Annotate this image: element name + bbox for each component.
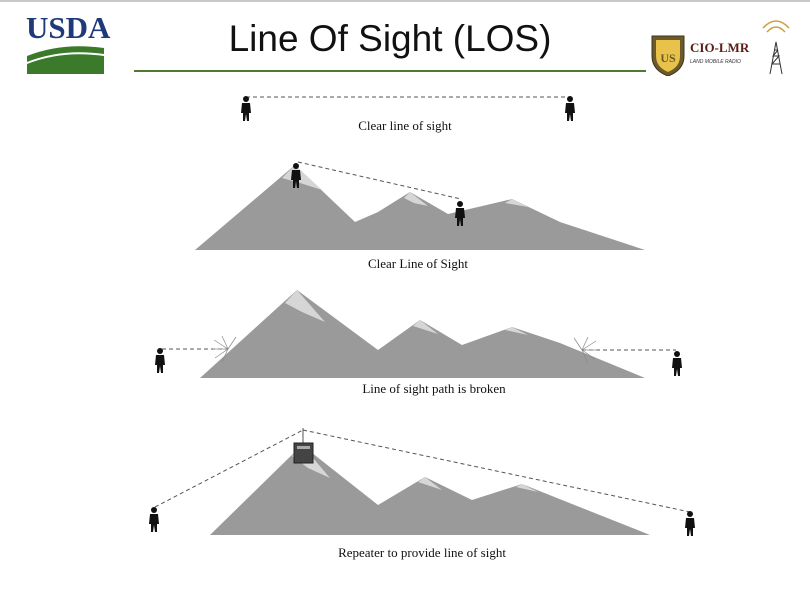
- person-icon: [685, 511, 695, 536]
- usda-logo: USDA: [22, 10, 111, 76]
- panel-2-clear-los-mountains: Clear Line of Sight: [195, 161, 645, 271]
- signal-block-burst-icon: [573, 336, 597, 364]
- person-icon: [672, 351, 682, 376]
- panel-1-clear-los: Clear line of sight: [241, 96, 575, 133]
- person-icon: [565, 96, 575, 121]
- repeater-icon: [293, 428, 314, 464]
- usda-swoosh-icon: [27, 46, 104, 74]
- usda-logo-text: USDA: [26, 10, 111, 45]
- top-border: [0, 0, 810, 2]
- mountain-range: [200, 290, 645, 378]
- caption-clear-line-of-sight: Clear line of sight: [358, 118, 452, 133]
- panel-4-repeater: Repeater to provide line of sight: [149, 428, 695, 560]
- panel-3-broken-los: Line of sight path is broken: [155, 290, 682, 396]
- shield-text: US: [660, 51, 676, 65]
- person-icon: [241, 96, 251, 121]
- forest-service-shield-icon: US: [651, 35, 685, 76]
- radio-tower-icon: [762, 20, 790, 75]
- cio-lmr-logo: US CIO-LMR LAND MOBILE RADIO: [646, 12, 796, 76]
- mountain-range: [195, 165, 645, 250]
- page-title: Line Of Sight (LOS): [228, 18, 552, 59]
- caption-repeater: Repeater to provide line of sight: [338, 545, 506, 560]
- cio-lmr-subtext: LAND MOBILE RADIO: [690, 59, 741, 65]
- title-underline: [134, 70, 646, 72]
- person-icon: [155, 348, 165, 373]
- signal-line-right: [302, 429, 691, 513]
- cio-lmr-text: CIO-LMR: [690, 40, 750, 55]
- caption-los-broken: Line of sight path is broken: [362, 381, 506, 396]
- caption-clear-line-of-sight-2: Clear Line of Sight: [368, 256, 468, 271]
- person-icon: [149, 507, 159, 532]
- signal-block-burst-icon: [213, 335, 237, 363]
